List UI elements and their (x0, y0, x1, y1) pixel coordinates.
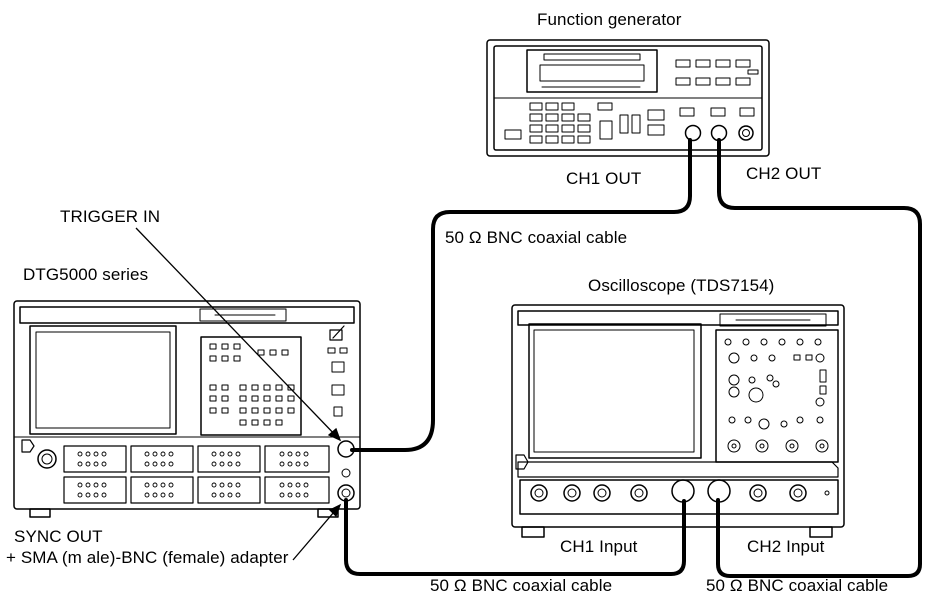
trigger-in-arrowhead (327, 427, 342, 442)
adapter-label: + SMA (m ale)-BNC (female) adapter (6, 548, 289, 567)
dtg-series-label: DTG5000 series (23, 265, 149, 284)
oscilloscope-instrument (511, 304, 845, 538)
trigger-in-pointer (135, 227, 341, 441)
cable-fg-ch2-to-osc-ch2 (716, 138, 922, 578)
adapter-arrowhead (328, 503, 342, 518)
oscilloscope-label: Oscilloscope (TDS7154) (588, 276, 775, 295)
cable-top-label: 50 Ω BNC coaxial cable (445, 228, 628, 247)
ch1-input-label: CH1 Input (560, 537, 638, 556)
dtg5000-instrument (13, 300, 361, 518)
cable-bottom-left-label: 50 Ω BNC coaxial cable (430, 576, 613, 595)
function-generator-instrument (486, 39, 770, 157)
ch1-out-label: CH1 OUT (566, 169, 642, 188)
ch2-input-label: CH2 Input (747, 537, 825, 556)
cable-fg-ch1-to-dtg-trigger (350, 138, 692, 452)
sync-out-label: SYNC OUT (14, 527, 103, 546)
cable-dtg-sync-to-osc-ch1 (344, 498, 686, 576)
function-generator-label: Function generator (537, 10, 682, 29)
cable-bottom-right-label: 50 Ω BNC coaxial cable (706, 576, 889, 595)
trigger-in-label: TRIGGER IN (60, 207, 161, 226)
dtg-module-connectors (77, 451, 309, 498)
adapter-pointer (292, 504, 341, 561)
ch2-out-label: CH2 OUT (746, 164, 822, 183)
